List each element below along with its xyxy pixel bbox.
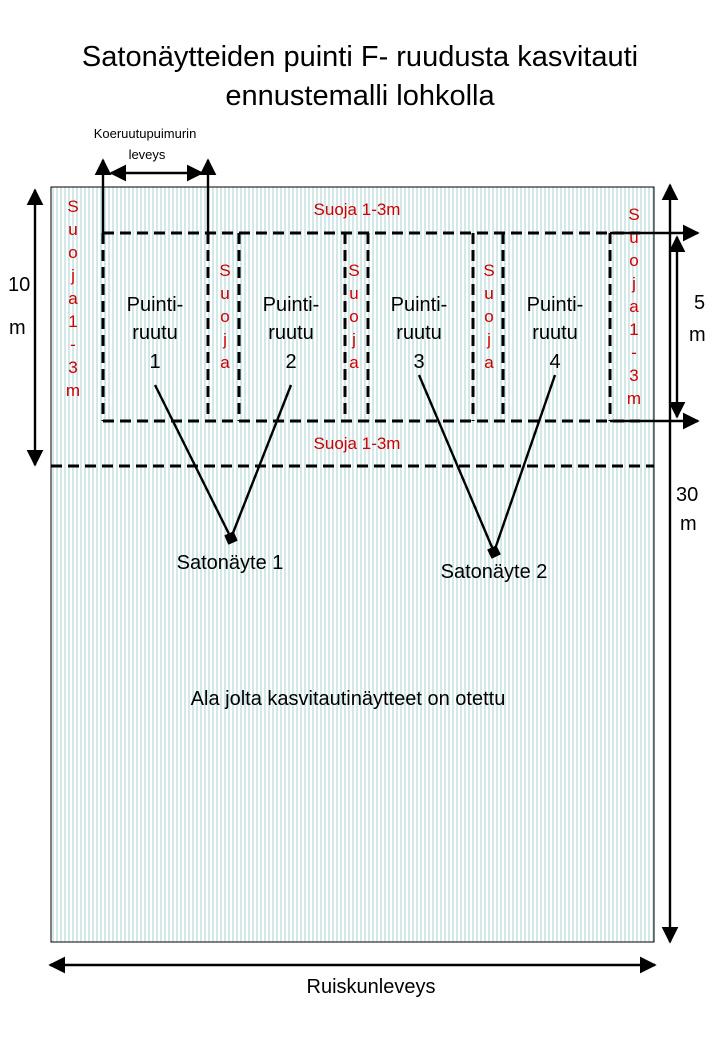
plot-2-number: 2 [285, 351, 296, 373]
plot-3-label: Puinti- ruutu 3 [391, 294, 448, 373]
left-dimension-value: 10 [8, 274, 30, 296]
buffer-letter: - [70, 335, 76, 354]
buffer-letter: u [484, 284, 493, 303]
right-large-dimension-value: 30 [676, 484, 698, 506]
buffer-letter: S [67, 197, 78, 216]
sample-2-line-from-plot-4 [487, 374, 557, 559]
plot-4-line-1: Puinti- [527, 294, 584, 316]
plot-2-line-2: ruutu [268, 322, 314, 344]
buffer-letter: S [219, 261, 230, 280]
combine-width-label-2: leveys [129, 147, 166, 162]
buffer-letter: o [220, 307, 229, 326]
buffer-letter: o [629, 251, 638, 270]
plot-2-label: Puinti- ruutu 2 [263, 294, 320, 373]
sample-1-line-from-plot-2 [224, 384, 293, 545]
plot-2-line-1: Puinti- [263, 294, 320, 316]
buffer-letter: u [68, 220, 77, 239]
buffer-letter: j [222, 330, 227, 349]
buffer-letter: j [486, 330, 491, 349]
buffer-letter: S [483, 261, 494, 280]
buffer-letter: u [220, 284, 229, 303]
buffer-letter: 3 [629, 366, 638, 385]
buffer-letter: j [631, 274, 636, 293]
left-dimension-unit: m [9, 317, 26, 339]
plot-1-line-2: ruutu [132, 322, 178, 344]
buffer-inner-1-label: Suoja [219, 261, 230, 372]
buffer-letter: 1 [629, 320, 638, 339]
buffer-left-vertical-label: Suoja 1 - 3 m [66, 197, 80, 400]
sample-2-label: Satonäyte 2 [441, 561, 548, 583]
buffer-letter: - [631, 343, 637, 362]
right-small-dimension-unit: m [689, 324, 706, 346]
field-area [50, 186, 655, 943]
buffer-letter: a [220, 353, 230, 372]
plot-3-line-1: Puinti- [391, 294, 448, 316]
title-line-2: ennustemalli lohkolla [225, 80, 495, 112]
buffer-letter: j [351, 330, 356, 349]
buffer-bottom-label: Suoja 1-3m [314, 434, 401, 453]
buffer-letter: j [70, 266, 75, 285]
plot-4-number: 4 [549, 351, 560, 373]
buffer-letter: o [484, 307, 493, 326]
plot-4-line-2: ruutu [532, 322, 578, 344]
plot-3-line-2: ruutu [396, 322, 442, 344]
buffer-letter: u [629, 228, 638, 247]
sample-1-label: Satonäyte 1 [177, 552, 284, 574]
buffer-letter: S [628, 205, 639, 224]
title-line-1: Satonäytteiden puinti F- ruudusta kasvit… [82, 41, 638, 73]
buffer-letter: o [349, 307, 358, 326]
combine-width-label-1: Koeruutupuimurin [94, 126, 197, 141]
buffer-letter: a [629, 297, 639, 316]
buffer-letter: o [68, 243, 77, 262]
plot-1-number: 1 [149, 351, 160, 373]
right-small-dimension-value: 5 [694, 292, 705, 314]
buffer-letter: a [349, 353, 359, 372]
sample-2-line-from-plot-3 [417, 374, 496, 553]
plot-3-number: 3 [413, 351, 424, 373]
buffer-letter: 3 [68, 358, 77, 377]
buffer-letter: S [348, 261, 359, 280]
plot-1-line-1: Puinti- [127, 294, 184, 316]
buffer-right-vertical-label: Suoja 1 - 3 m [627, 205, 641, 408]
buffer-letter: a [484, 353, 494, 372]
area-label: Ala jolta kasvitautinäytteet on otettu [191, 688, 506, 710]
buffer-inner-3-label: Suoja [483, 261, 494, 372]
buffer-letter: m [66, 381, 80, 400]
buffer-top-label: Suoja 1-3m [314, 200, 401, 219]
plot-4-label: Puinti- ruutu 4 [527, 294, 584, 373]
plot-1-label: Puinti- ruutu 1 [127, 294, 184, 373]
buffer-letter: u [349, 284, 358, 303]
buffer-letter: a [68, 289, 78, 308]
buffer-letter: 1 [68, 312, 77, 331]
right-large-dimension-unit: m [680, 513, 697, 535]
sample-1-line-from-plot-1 [153, 384, 233, 539]
buffer-inner-2-label: Suoja [348, 261, 359, 372]
bottom-dimension-label: Ruiskunleveys [307, 976, 436, 998]
buffer-letter: m [627, 389, 641, 408]
